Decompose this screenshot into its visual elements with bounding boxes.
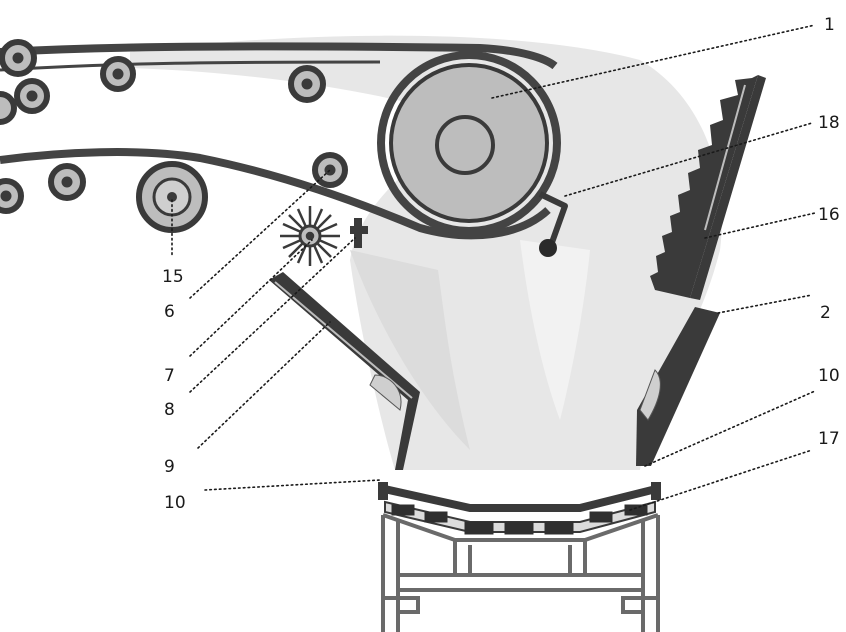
left-chute-plate: [269, 272, 420, 470]
leader-18: [564, 122, 813, 197]
leader-6: [189, 169, 331, 299]
impact-curtain: [650, 75, 766, 300]
right-chute-plate: [636, 307, 720, 466]
leader-9: [197, 321, 331, 449]
label-10-left: 10: [164, 493, 186, 513]
label-18: 18: [818, 113, 840, 133]
rotary-brush: [280, 206, 340, 266]
callout-labels: 1 18 16 2 10 17 10 9 8 7 6 15: [162, 15, 840, 513]
label-16: 16: [818, 205, 840, 225]
primary-scraper: [350, 218, 368, 248]
leader-2: [717, 294, 813, 314]
label-9: 9: [164, 457, 175, 477]
label-1: 1: [824, 15, 835, 35]
idler-rollers: [0, 39, 348, 214]
label-7: 7: [164, 366, 175, 386]
label-17: 17: [818, 429, 840, 449]
label-15: 15: [162, 267, 184, 287]
support-frame: [381, 513, 660, 632]
label-10-right: 10: [818, 366, 840, 386]
label-2: 2: [820, 303, 831, 323]
leader-8: [189, 237, 356, 393]
dust-cloud: [130, 35, 722, 470]
leader-7: [189, 239, 313, 357]
lower-belt: [0, 148, 551, 240]
receiving-trough: [378, 482, 661, 512]
leader-lines: [171, 24, 816, 511]
secondary-scraper: [538, 191, 568, 257]
label-6: 6: [164, 302, 175, 322]
impact-bed: [384, 500, 656, 535]
label-8: 8: [164, 400, 175, 420]
leader-10-right: [644, 390, 816, 467]
leader-17: [629, 449, 813, 511]
leader-1: [491, 24, 816, 99]
upper-belt: [0, 42, 558, 72]
leader-10-left: [204, 479, 381, 491]
leader-16: [704, 212, 816, 239]
head-pulley: [377, 51, 561, 235]
